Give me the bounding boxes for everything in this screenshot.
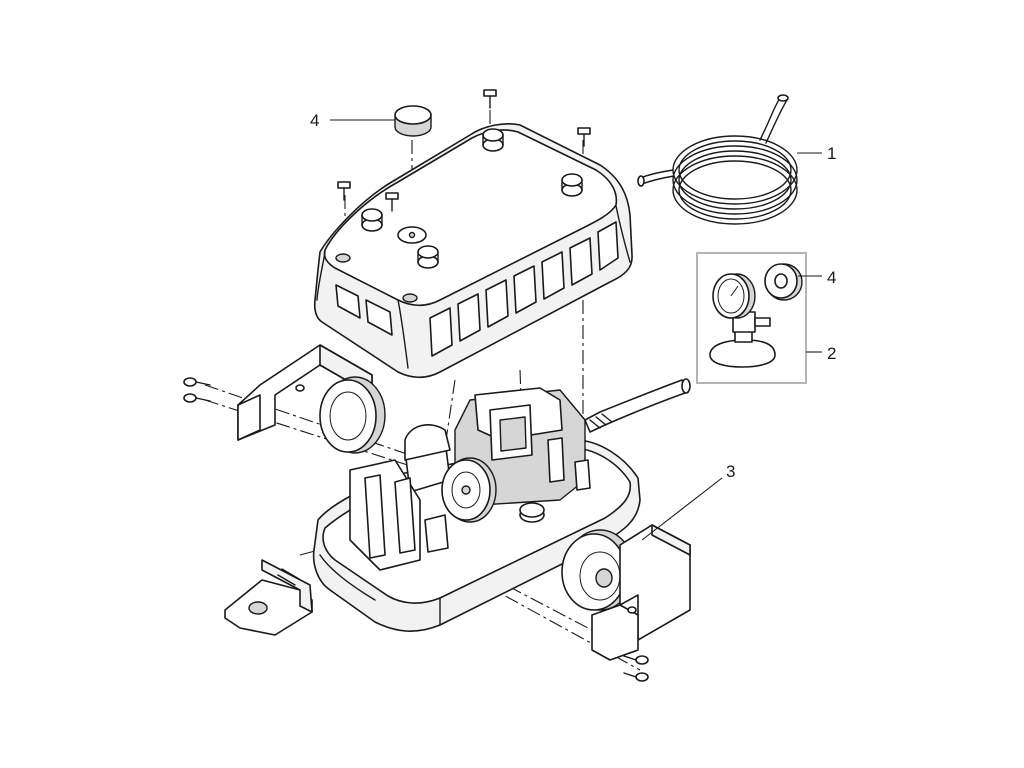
- valve-disc-top: [394, 105, 432, 137]
- callout-membrane: 3: [726, 462, 735, 481]
- cover-vent-slots: [335, 221, 619, 357]
- right-membrane: [561, 529, 635, 611]
- air-hose: [637, 94, 798, 225]
- cover-screws: [337, 89, 591, 212]
- pressure-gauge-set: [696, 252, 807, 384]
- valve-disc-right: [764, 263, 803, 301]
- callout-valve-disc-top: 4: [310, 111, 319, 130]
- left-bolts: [183, 377, 211, 403]
- top-cover: [313, 89, 633, 379]
- right-bolts: [623, 655, 649, 682]
- callouts: 4 1 4 2 3: [310, 111, 836, 541]
- left-membrane-ring: [319, 376, 386, 454]
- cover-screw-bosses: [335, 128, 583, 303]
- housing-base: [312, 378, 691, 632]
- callout-valve-disc-right: 4: [827, 268, 836, 287]
- foot-piece: [224, 559, 313, 636]
- callout-hose: 1: [827, 144, 836, 163]
- gauge-set-frame: [696, 252, 807, 384]
- callout-gauge-set: 2: [827, 344, 836, 363]
- right-end-bracket: [591, 524, 691, 661]
